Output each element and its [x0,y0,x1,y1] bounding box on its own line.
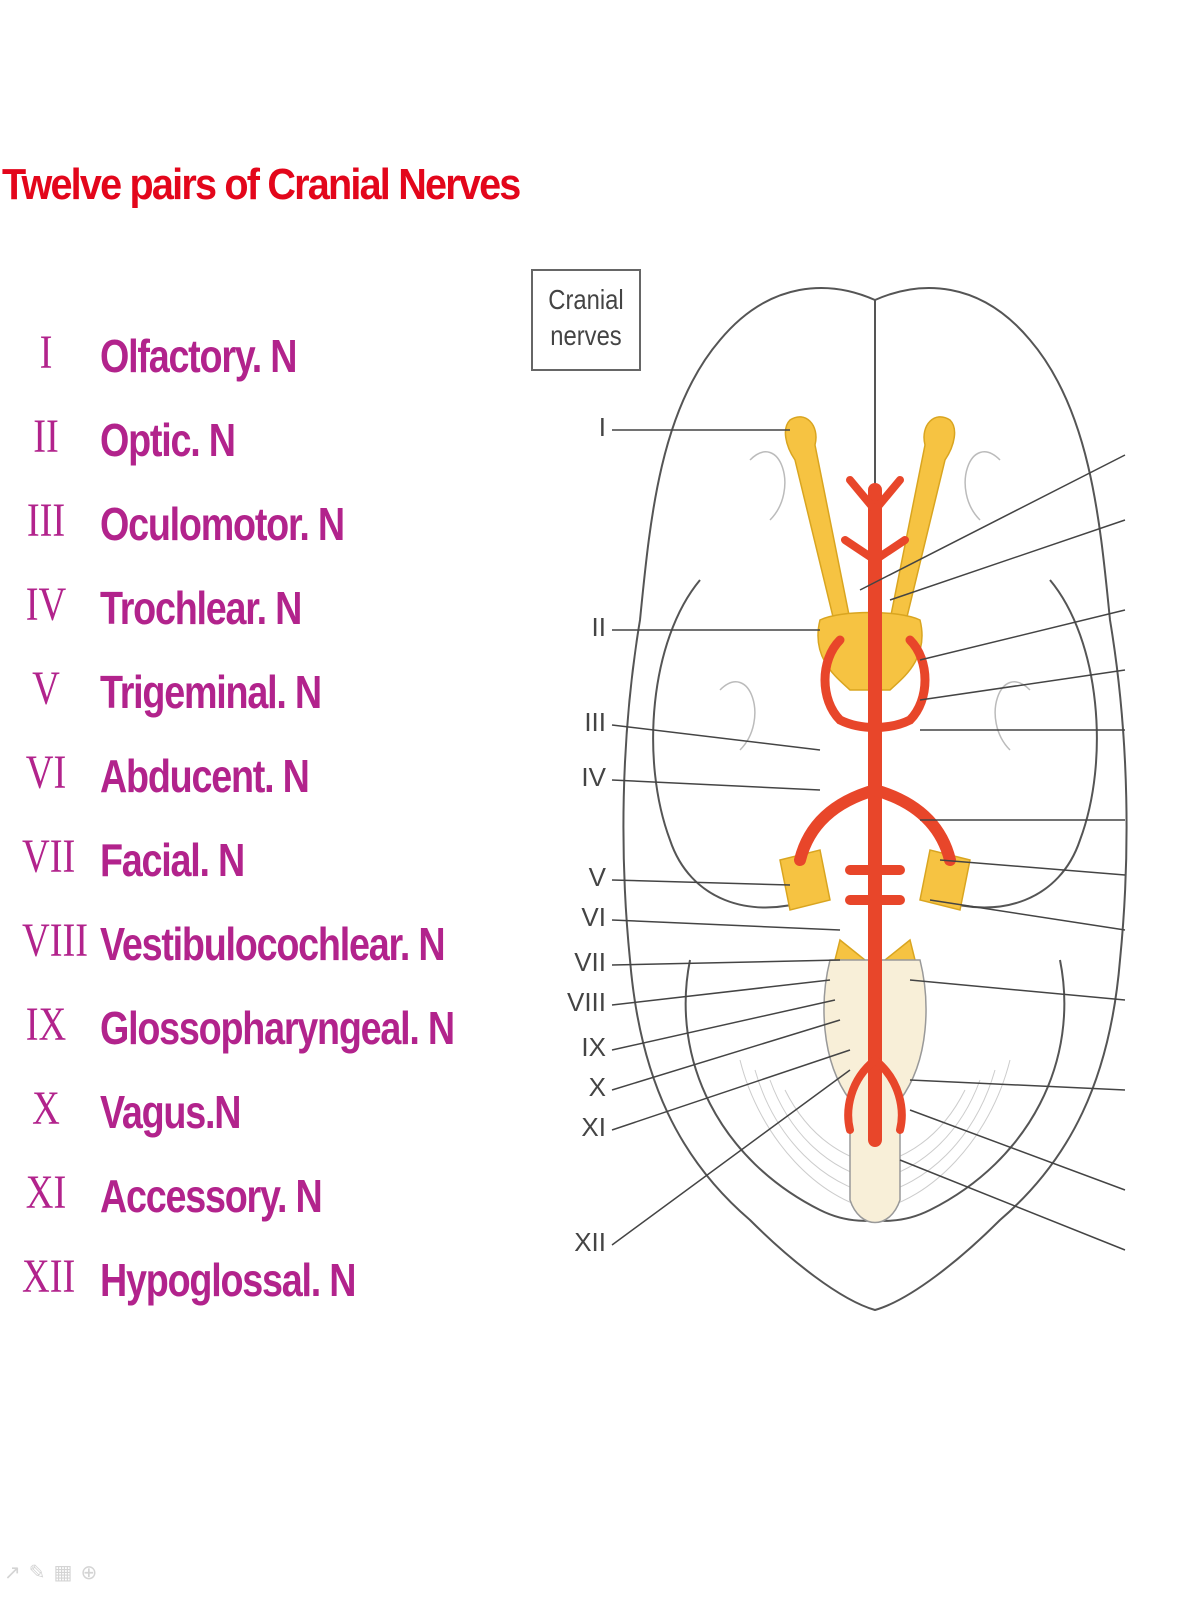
nerve-name: Optic. N [100,414,236,466]
nerve-numeral: VII [22,830,76,883]
nerve-item: VI Abducent. N [0,745,470,815]
cranial-nerves-label-box [531,269,641,371]
diagram-label-list: I II III IV V VI VII VIII IX X XI XII [520,260,610,1360]
diagram-label: XI [581,1112,606,1142]
nerve-name: Abducent. N [100,750,310,802]
nerve-name: Facial. N [100,834,245,886]
diagram-label: IV [581,762,606,792]
nerve-numeral: VIII [22,914,89,967]
artery-network [794,476,956,1147]
diagram-label: VIII [566,987,606,1017]
nerve-numeral: XI [25,1166,67,1219]
nerve-name: Trochlear. N [100,582,302,634]
nerve-name: Oculomotor. N [100,498,345,550]
nerve-numeral: XII [22,1250,76,1303]
nerve-name: Trigeminal. N [100,666,322,718]
nerve-numeral: X [32,1082,60,1135]
pointer-icon[interactable]: ↗ [4,1560,29,1584]
nerve-name: Vestibulocochlear. N [100,918,446,970]
nerve-name: Olfactory. N [100,330,297,382]
nerve-item: II Optic. N [0,409,470,479]
nerve-name: Hypoglossal. N [100,1254,356,1306]
olfactory-tract-shapes [779,416,971,982]
diagram-label: IX [581,1032,606,1062]
diagram-label: I [598,412,606,442]
diagram-label: X [588,1072,606,1102]
slides-icon[interactable]: ▦ [53,1560,81,1584]
nerve-item: XII Hypoglossal. N [0,1249,470,1319]
nerve-numeral: I [39,326,53,379]
nerve-numeral: VI [25,746,67,799]
nerve-item: IV Trochlear. N [0,577,470,647]
pen-icon[interactable]: ✎ [28,1560,54,1584]
zoom-icon[interactable]: ⊕ [80,1560,106,1584]
diagram-label: VI [581,902,606,932]
box-label-line1: Cranial [548,284,624,315]
nerve-item: X Vagus.N [0,1081,470,1151]
nerve-name: Vagus.N [100,1086,241,1138]
diagram-label: II [591,612,606,642]
nerve-name: Accessory. N [100,1170,323,1222]
nerve-numeral: II [33,410,59,463]
nerve-item: IX Glossopharyngeal. N [0,997,470,1067]
nerve-item: VIII Vestibulocochlear. N [0,913,470,983]
box-label-line2: nerves [550,320,622,351]
nerve-name: Glossopharyngeal. N [100,1002,455,1054]
box-label: Cranial nerves [540,282,632,354]
diagram-label: III [584,707,606,737]
nerve-numeral: IV [25,578,67,631]
pointer-lines [611,429,1126,1251]
nerve-numeral: IX [25,998,67,1051]
nerve-numeral: V [32,662,60,715]
diagram-label: VII [574,947,606,977]
diagram-label: V [588,862,606,892]
nerve-item: VII Facial. N [0,829,470,899]
slide-toolbar: ↗✎▦⊕ [4,1560,105,1584]
diagram-label: XII [574,1227,606,1257]
nerve-item: XI Accessory. N [0,1165,470,1235]
nerve-item: I Olfactory. N [0,325,470,395]
nerve-item: V Trigeminal. N [0,661,470,731]
slide-title: Twelve pairs of Cranial Nerves [2,160,521,209]
nerve-numeral: III [26,494,66,547]
brain-illustration [531,269,1128,1312]
nerve-item: III Oculomotor. N [0,493,470,563]
brain-diagram: Cranial nerves I II III IV V VI VII VIII… [520,260,1160,1360]
